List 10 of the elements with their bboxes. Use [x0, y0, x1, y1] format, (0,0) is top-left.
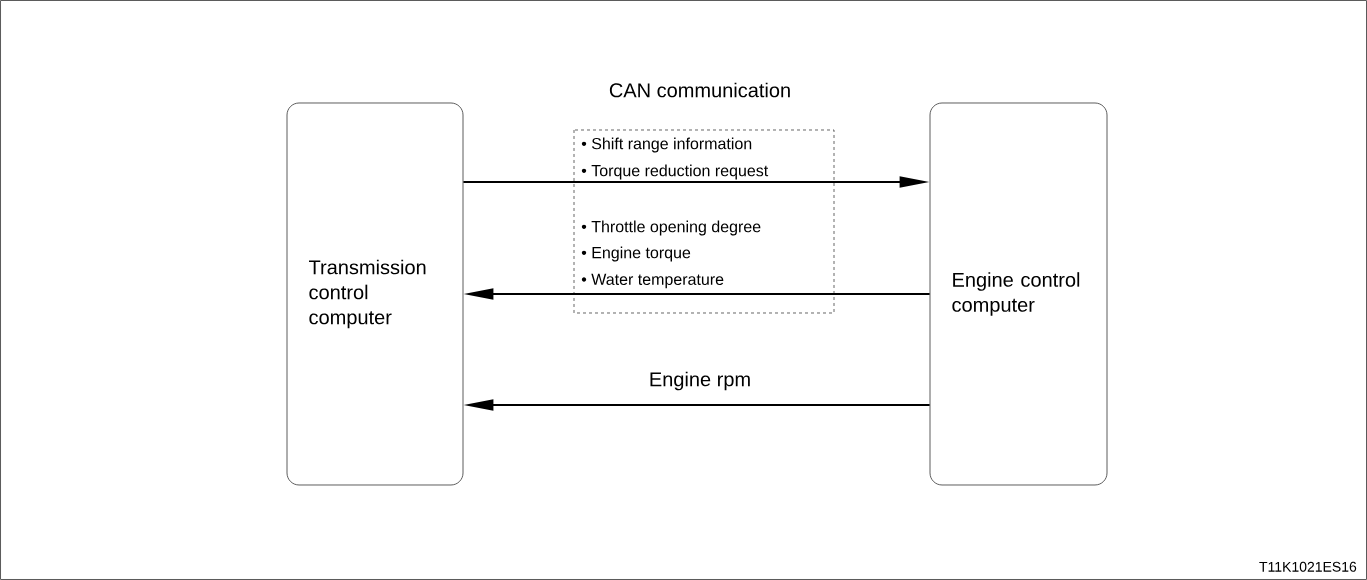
computer-box: Transmission control computer	[286, 102, 464, 486]
computer-box: Engine control computer	[929, 102, 1108, 486]
bullet-item: • Throttle opening degree	[580, 219, 763, 237]
bullet-item: • Shift range information	[580, 136, 754, 154]
heading: CAN communication	[609, 82, 790, 98]
bullet-item: • Engine torque	[580, 245, 692, 263]
bullet-item: • Torque reduction request	[580, 163, 770, 181]
bullet-item: • Water temperature	[580, 272, 726, 290]
edge-label: Engine rpm	[650, 371, 750, 391]
figure-code: T11K1021ES16	[1259, 561, 1357, 572]
